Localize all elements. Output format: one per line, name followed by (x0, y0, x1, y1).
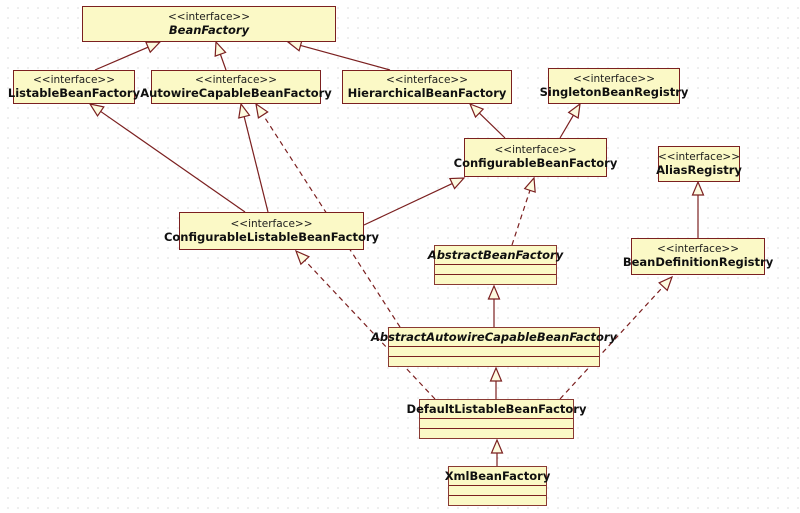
class-node-ConfigurableListableBeanFactory[interactable]: <<interface>>ConfigurableListableBeanFac… (164, 212, 379, 250)
class-compartment (389, 346, 599, 356)
class-node-header: XmlBeanFactory (445, 467, 551, 485)
stereotype-label: <<interface>> (656, 243, 740, 255)
class-node-header: <<interface>>BeanFactory (83, 7, 335, 41)
class-node-header: <<interface>>AliasRegistry (656, 147, 742, 181)
class-name-label: AutowireCapableBeanFactory (140, 85, 332, 100)
class-node-AliasRegistry[interactable]: <<interface>>AliasRegistry (656, 146, 742, 182)
edge-realization-DefaultListableBeanFactory-to-ConfigurableListableBeanFactory (294, 249, 436, 400)
edge-generalization-AbstractAutowireCapableBeanFactory-to-AbstractBeanFactory (487, 284, 501, 327)
class-node-AutowireCapableBeanFactory[interactable]: <<interface>>AutowireCapableBeanFactory (140, 70, 332, 104)
class-name-label: DefaultListableBeanFactory (406, 401, 587, 416)
class-name-label: BeanDefinitionRegistry (622, 255, 774, 269)
class-name-label: AbstractBeanFactory (427, 247, 564, 262)
class-node-DefaultListableBeanFactory[interactable]: DefaultListableBeanFactory (407, 399, 587, 439)
stereotype-label: <<interface>> (32, 73, 116, 86)
class-node-header: AbstractAutowireCapableBeanFactory (371, 328, 617, 346)
class-node-header: <<interface>>HierarchicalBeanFactory (343, 71, 511, 103)
class-node-header: AbstractBeanFactory (428, 246, 563, 264)
stereotype-label: <<interface>> (657, 150, 741, 163)
stereotype-label: <<interface>> (194, 73, 278, 86)
class-node-header: <<interface>>ConfigurableBeanFactory (454, 139, 618, 176)
class-name-label: ConfigurableListableBeanFactory (163, 229, 380, 244)
stereotype-label: <<interface>> (494, 144, 577, 156)
class-compartment (420, 428, 573, 438)
class-node-header: <<interface>>SingletonBeanRegistry (540, 69, 689, 103)
class-node-ConfigurableBeanFactory[interactable]: <<interface>>ConfigurableBeanFactory (454, 138, 618, 177)
class-node-header: <<interface>>ConfigurableListableBeanFac… (164, 213, 379, 249)
class-node-AbstractAutowireCapableBeanFactory[interactable]: AbstractAutowireCapableBeanFactory (371, 327, 617, 367)
class-name-label: ListableBeanFactory (7, 85, 141, 100)
edge-generalization-HierarchicalBeanFactory-to-BeanFactory (286, 39, 391, 71)
class-node-BeanFactory[interactable]: <<interface>>BeanFactory (82, 6, 336, 42)
edge-generalization-ConfigurableBeanFactory-to-SingletonBeanRegistry (559, 102, 581, 139)
edge-generalization-ListableBeanFactory-to-BeanFactory (94, 41, 162, 71)
class-compartment (420, 418, 573, 428)
class-name-label: HierarchicalBeanFactory (347, 85, 507, 100)
class-name-label: AbstractAutowireCapableBeanFactory (370, 329, 618, 344)
edge-realization-AbstractBeanFactory-to-ConfigurableBeanFactory (511, 176, 536, 246)
class-name-label: XmlBeanFactory (444, 468, 551, 483)
stereotype-label: <<interface>> (167, 10, 251, 23)
class-node-header: <<interface>>AutowireCapableBeanFactory (140, 71, 332, 103)
edge-generalization-XmlBeanFactory-to-DefaultListableBeanFactory (490, 438, 504, 466)
edge-generalization-AutowireCapableBeanFactory-to-BeanFactory (214, 40, 227, 71)
class-name-label: BeanFactory (168, 22, 250, 37)
class-compartment (449, 485, 546, 495)
class-compartment (435, 264, 556, 274)
class-node-header: DefaultListableBeanFactory (407, 400, 587, 418)
class-node-AbstractBeanFactory[interactable]: AbstractBeanFactory (428, 245, 563, 285)
class-node-HierarchicalBeanFactory[interactable]: <<interface>>HierarchicalBeanFactory (342, 70, 512, 104)
edge-generalization-DefaultListableBeanFactory-to-AbstractAutowireCapableBeanFactory (489, 366, 503, 399)
class-node-BeanDefinitionRegistry[interactable]: <<interface>>BeanDefinitionRegistry (623, 238, 773, 275)
class-compartment (435, 274, 556, 284)
class-compartment (389, 356, 599, 366)
edge-generalization-BeanDefinitionRegistry-to-AliasRegistry (691, 180, 705, 238)
class-name-label: ConfigurableBeanFactory (453, 156, 618, 170)
edge-generalization-ConfigurableListableBeanFactory-to-ConfigurableBeanFactory (363, 177, 466, 226)
class-name-label: SingletonBeanRegistry (539, 84, 689, 99)
stereotype-label: <<interface>> (572, 72, 656, 85)
class-node-XmlBeanFactory[interactable]: XmlBeanFactory (445, 466, 551, 506)
class-node-header: <<interface>>ListableBeanFactory (8, 71, 140, 103)
stereotype-label: <<interface>> (230, 217, 313, 230)
class-node-SingletonBeanRegistry[interactable]: <<interface>>SingletonBeanRegistry (540, 68, 689, 104)
edge-generalization-ConfigurableBeanFactory-to-HierarchicalBeanFactory (468, 102, 506, 139)
edge-generalization-ConfigurableListableBeanFactory-to-AutowireCapableBeanFactory (238, 102, 269, 213)
class-node-header: <<interface>>BeanDefinitionRegistry (623, 239, 773, 274)
class-compartment (449, 495, 546, 505)
class-name-label: AliasRegistry (656, 162, 742, 177)
edge-generalization-ConfigurableListableBeanFactory-to-ListableBeanFactory (88, 103, 246, 213)
stereotype-label: <<interface>> (385, 73, 469, 86)
class-node-ListableBeanFactory[interactable]: <<interface>>ListableBeanFactory (8, 70, 140, 104)
